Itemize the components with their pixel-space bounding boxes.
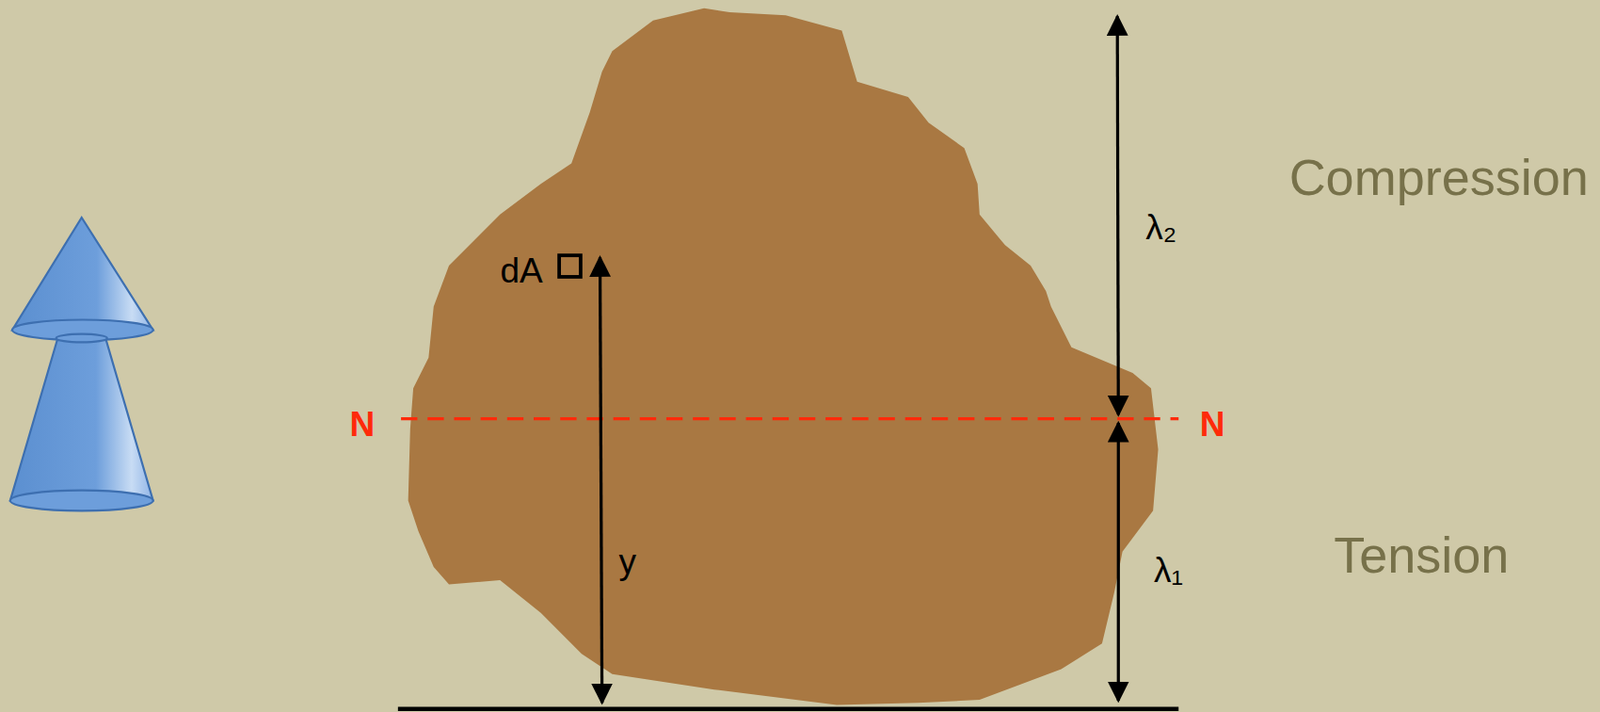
direction-arrow-icon [10,217,154,511]
lambda1-dimension [1117,422,1120,701]
cross-section [408,8,1159,705]
dimension-label: λ₂ [1145,208,1177,244]
element-label: dA [499,253,543,288]
dimension-label: y [619,544,638,579]
axis-label: N [1200,405,1226,441]
neutral-axis [400,416,1179,420]
dimension-label: λ₁ [1153,551,1184,587]
region-label: Tension [1333,528,1509,580]
region-label: Compression [1289,151,1589,203]
axis-label: N [350,405,376,441]
base-line [398,706,1179,711]
y-dimension [600,256,603,703]
area-element [559,255,581,277]
lambda2-dimension [1117,16,1119,415]
